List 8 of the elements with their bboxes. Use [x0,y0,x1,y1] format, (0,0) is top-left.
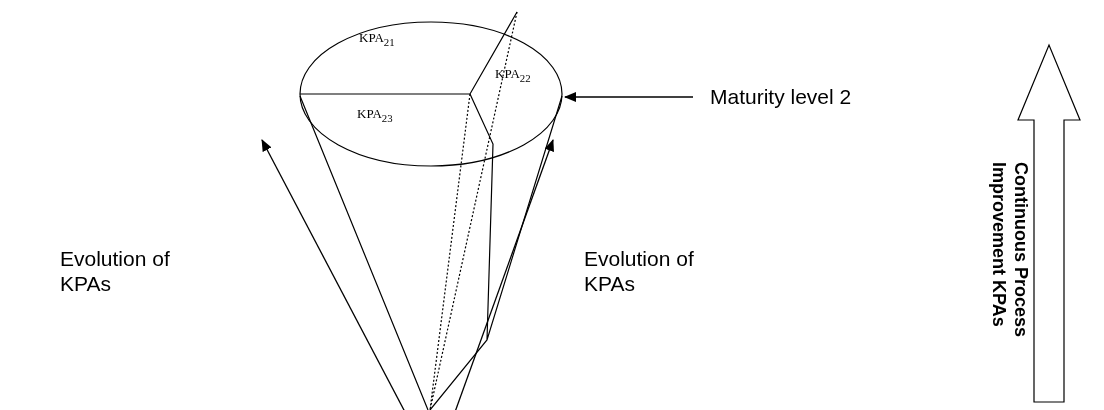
segment-label: KPA$_{22}$ [495,66,531,81]
arrow [564,92,694,102]
text-label: Evolution of KPAs [60,246,171,296]
segment-label: KPA$_{21}$ [359,30,395,45]
text-label: Continuous Process Improvement KPAs [988,162,1032,340]
segment-label: KPA$_{23}$ [357,106,393,121]
text-label: Evolution of KPAs [584,246,695,296]
level-label: Maturity level 2 [710,85,852,108]
